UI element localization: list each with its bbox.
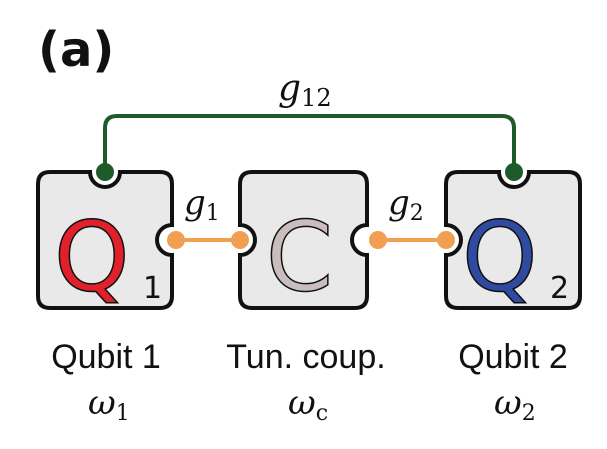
coupler-letter: C xyxy=(266,201,333,313)
qubit-1-frequency: ω1 xyxy=(88,383,130,426)
qubit-2-caption: Qubit 2 xyxy=(458,338,568,376)
qubit-1-letter: Q xyxy=(54,201,130,313)
coupler-box xyxy=(238,170,369,310)
left-coupling-label: g1 xyxy=(184,183,220,226)
left-coupling-dot-2 xyxy=(231,231,249,249)
qubit-1-box xyxy=(36,170,174,310)
panel-label: (a) xyxy=(38,22,114,78)
direct-coupling-dot-right xyxy=(505,163,523,181)
right-coupling-label: g2 xyxy=(388,183,424,226)
direct-coupling-dot-left xyxy=(96,163,114,181)
qubit-1-caption: Qubit 1 xyxy=(51,338,161,376)
right-coupling-dot-1 xyxy=(369,231,387,249)
left-coupling-dot-1 xyxy=(167,231,185,249)
qubit-2-box xyxy=(444,170,582,310)
coupler-caption: Tun. coup. xyxy=(226,338,385,376)
direct-coupling-label: g12 xyxy=(278,68,332,112)
qubit-2-frequency: ω2 xyxy=(494,383,536,426)
qubit-2-letter: Q xyxy=(462,201,538,313)
direct-coupling-line xyxy=(103,114,516,172)
qubit-2-index: 2 xyxy=(550,271,569,306)
coupler-frequency: ωc xyxy=(288,383,328,426)
right-coupling-dot-2 xyxy=(437,231,455,249)
qubit-1-index: 1 xyxy=(143,271,162,306)
